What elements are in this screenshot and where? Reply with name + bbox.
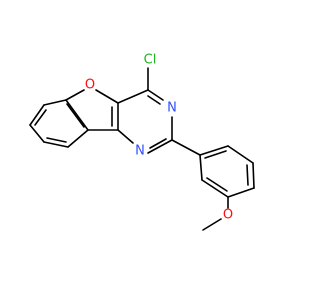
atom-labels: Cl O N N O — [85, 53, 233, 223]
bond-o-c4a — [95, 89, 119, 104]
bond-benzo-inner-3 — [66, 103, 85, 128]
atom-label-chlorine: Cl — [144, 53, 157, 68]
bond-o-ch3 — [202, 218, 222, 231]
bond-c5a-o — [65, 89, 85, 101]
atom-label-n3: N — [167, 101, 177, 116]
bond-c2-n1 — [147, 139, 173, 154]
bond-c4-n3-inner — [147, 95, 161, 105]
bond-benzo-inner-2 — [46, 137, 67, 143]
bond-c9-c9a — [67, 129, 89, 148]
atom-label-furan-oxygen: O — [85, 78, 95, 93]
bond-c2-c1p — [171, 139, 201, 156]
atom-label-n1: N — [135, 144, 145, 159]
bond-c3p-c4p — [227, 187, 255, 198]
bond-c5a-c6 — [43, 99, 67, 106]
bond-phenyl-inner-2 — [246, 164, 249, 186]
bond-c8-c9 — [43, 141, 69, 148]
molecule-structure: Cl O N N O — [29, 53, 255, 231]
atom-label-methoxy-oxygen: O — [223, 208, 233, 223]
bond-c1p-c2p — [199, 154, 203, 181]
bond-c4a-c4 — [117, 89, 149, 104]
bond-c4-n3 — [147, 89, 164, 101]
bond-c6-c7 — [29, 104, 45, 126]
bond-c9a-c5a — [65, 99, 89, 131]
bonds — [29, 67, 255, 231]
bond-phenyl-inner-3 — [204, 150, 227, 159]
bond-c2-n1-inner — [149, 138, 167, 149]
bond-c5p-c6p — [227, 145, 254, 164]
bond-c2p-c3p — [201, 179, 229, 198]
bond-c4p-c5p — [252, 162, 255, 189]
bond-c7-c8 — [29, 124, 45, 143]
bond-c6p-c1p — [199, 145, 229, 156]
bond-phenyl-inner-1 — [206, 177, 228, 192]
bond-n1-c9b — [117, 129, 134, 144]
bond-benzo-inner-1 — [34, 109, 47, 126]
